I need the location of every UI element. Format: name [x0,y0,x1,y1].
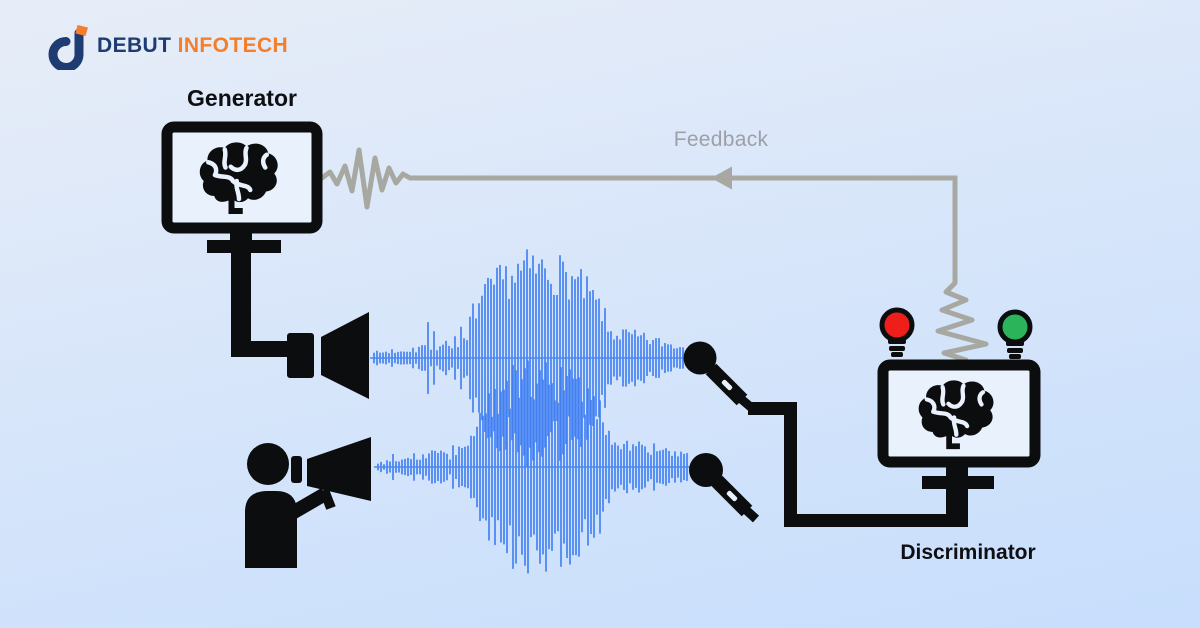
brand-logo-text: DEBUT INFOTECH [97,34,288,58]
feedback-label: Feedback [673,128,769,151]
discriminator-label: Discriminator [900,541,1036,564]
megaphone-person-icon [245,437,371,568]
microphone-cables [748,402,946,527]
brand-name-primary: DEBUT [97,34,172,57]
brand-logo-icon [48,25,88,70]
red-bulb-icon [882,310,912,357]
brand-name-secondary: INFOTECH [177,34,289,57]
discriminator-monitor-icon [877,359,1041,527]
feedback-arrow-icon [711,166,732,190]
microphone-bottom-icon [689,453,760,523]
green-bulb-icon [1000,312,1030,359]
generator-monitor-icon [161,121,323,253]
microphone-top-icon [683,341,756,413]
speaker-icon [287,312,369,399]
generator-speaker-cable [231,246,289,357]
generated-voice-waveform [370,249,690,467]
megaphone-icon [307,437,371,501]
generator-label: Generator [187,85,297,111]
real-voice-waveform [374,360,692,574]
feedback-loop-line [319,147,989,368]
brand-logo: DEBUT INFOTECH [48,22,288,70]
